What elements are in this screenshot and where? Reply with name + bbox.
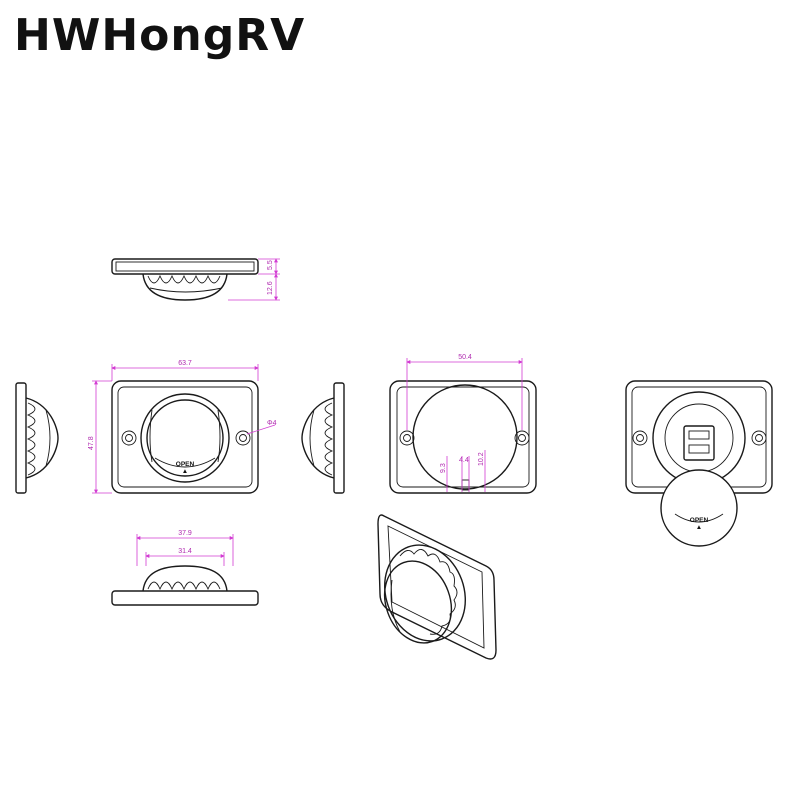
isometric-view [377, 514, 497, 660]
back-view [389, 380, 537, 494]
dim-d3: 10.2 [478, 452, 485, 466]
bottom-side-view [111, 565, 259, 606]
back-dimensions: 50.4 9.3 4.4 10.2 [406, 354, 523, 492]
dim-hole: Φ4 [267, 420, 277, 427]
front-view: OPEN ▲ [111, 380, 259, 494]
top-dimensions: 5.5 12.6 [228, 258, 280, 301]
left-side-view [15, 382, 59, 494]
dim-width: 63.7 [178, 360, 192, 367]
brand-logo: HWHongRV [14, 10, 306, 61]
open-view: OPEN ▲ [625, 380, 773, 547]
svg-text:▲: ▲ [182, 468, 188, 475]
dim-base-outer: 37.9 [178, 530, 192, 537]
dim-base-inner: 31.4 [178, 548, 192, 555]
svg-text:▲: ▲ [696, 524, 702, 531]
open-label-2: OPEN [690, 517, 709, 524]
top-side-view [111, 258, 259, 301]
dim-height: 47.8 [88, 436, 95, 450]
dim-top-height: 12.6 [267, 281, 274, 295]
dim-top-thickness: 5.5 [267, 260, 274, 270]
right-side-view [301, 382, 345, 494]
open-label: OPEN [176, 461, 195, 468]
dim-d1: 9.3 [440, 463, 447, 473]
dim-d2: 4.4 [459, 457, 469, 464]
front-dimensions: 63.7 47.8 Φ4 [88, 360, 277, 494]
dim-inner-width: 50.4 [458, 354, 472, 361]
bottom-dimensions: 37.9 31.4 [136, 530, 234, 566]
